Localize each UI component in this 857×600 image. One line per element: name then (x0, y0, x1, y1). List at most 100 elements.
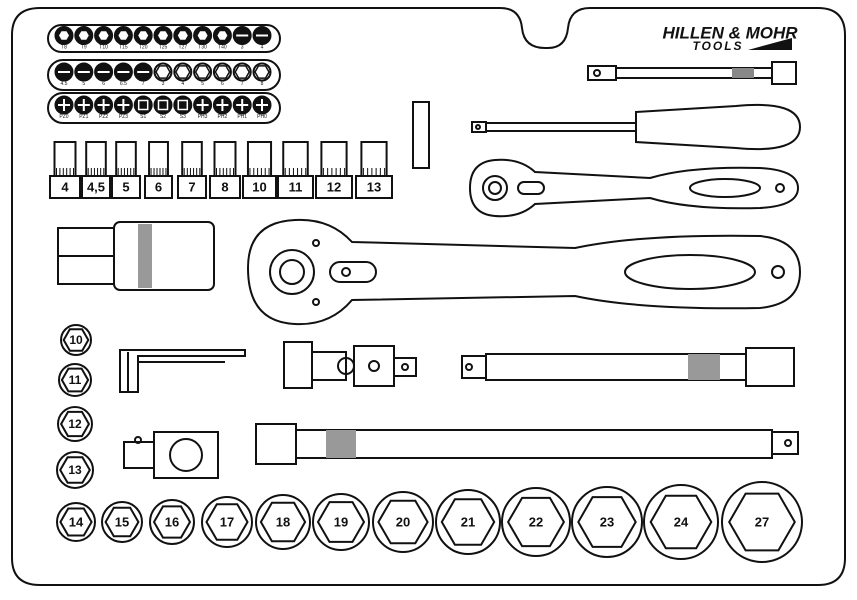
bit-torx: T40 (212, 26, 232, 51)
bit-cross: PH3 (193, 95, 213, 120)
bit-adapter-bar (412, 101, 430, 169)
bit-label: 8 (261, 81, 264, 87)
bit-label: T9 (81, 45, 87, 51)
socket-size-label: 8 (221, 180, 228, 195)
small-socket: 5 (111, 141, 141, 199)
bit-label: 3 (162, 81, 165, 87)
svg-text:TOOLS: TOOLS (692, 39, 743, 53)
small-socket: 4 (49, 141, 81, 199)
bit-label: 5 (201, 81, 204, 87)
hex-socket: 12 (57, 406, 93, 442)
bit-label: PH1 (237, 114, 247, 120)
bit-label: T15 (119, 45, 128, 51)
hex-socket: 19 (312, 493, 370, 551)
bit-torx: T30 (193, 26, 213, 51)
socket-size-label: 5 (122, 180, 129, 195)
small-socket: 11 (277, 141, 314, 199)
socket-size-label: 10 (252, 180, 266, 195)
bit-label: PZ1 (79, 114, 88, 120)
bit-label: 6.5 (120, 81, 127, 87)
socket-size-label: 17 (220, 515, 234, 530)
socket-size-label: 13 (367, 180, 381, 195)
socket-size-label: 7 (188, 180, 195, 195)
hex-socket: 17 (201, 496, 253, 548)
bit-slot: 4.5 (54, 62, 74, 87)
small-socket: 8 (209, 141, 241, 199)
bit-label: 4 (261, 45, 264, 51)
hex-socket: 23 (571, 486, 643, 558)
socket-size-label: 20 (396, 515, 410, 530)
svg-text:HILLEN & MOHR: HILLEN & MOHR (662, 24, 798, 43)
bit-label: PZ0 (59, 114, 68, 120)
bit-label: 4 (181, 81, 184, 87)
bit-label: T40 (218, 45, 227, 51)
socket-size-label: 13 (68, 463, 82, 477)
hex-socket: 14 (56, 502, 96, 542)
bit-label: PZ3 (119, 114, 128, 120)
socket-size-label: 27 (755, 515, 769, 530)
socket-size-label: 12 (68, 417, 82, 431)
bit-label: 6 (221, 81, 224, 87)
socket-size-label: 24 (674, 515, 689, 530)
socket-size-label: 14 (69, 515, 84, 530)
bit-label: 7 (241, 81, 244, 87)
socket-size-label: 15 (115, 515, 129, 530)
socket-size-label: 21 (461, 515, 475, 530)
bit-square: S3 (173, 95, 193, 120)
small-sockets: 4 4,5 5 6 7 8 10 11 12 13 (49, 141, 393, 199)
bit-cross: PZ3 (113, 95, 133, 120)
bit-label: 7 (142, 81, 145, 87)
bit-screwdriver (471, 103, 802, 151)
small-socket: 6 (144, 141, 173, 199)
tray-outline (11, 7, 846, 586)
hex-socket: 20 (372, 491, 434, 553)
bit-square: S1 (133, 95, 153, 120)
socket-size-label: 19 (334, 515, 348, 530)
bit-cross: PZ1 (74, 95, 94, 120)
bit-label: 6 (102, 81, 105, 87)
bit-hex: 3 (153, 62, 173, 87)
bit-square: S2 (153, 95, 173, 120)
bit-torx: T9 (74, 26, 94, 51)
bit-holder-row (47, 92, 281, 124)
bit-torx: T25 (153, 26, 173, 51)
bit-label: 3 (241, 45, 244, 51)
bit-label: PH3 (198, 114, 208, 120)
socket-size-label: 16 (165, 515, 179, 530)
bit-hex: 4 (173, 62, 193, 87)
hex-socket: 10 (60, 324, 92, 356)
bit-label: T10 (99, 45, 108, 51)
bit-label: T27 (178, 45, 187, 51)
small-socket: 13 (355, 141, 393, 199)
extension-bar-long (255, 423, 799, 465)
bit-label: 4.5 (61, 81, 68, 87)
bit-slot: 7 (133, 62, 153, 87)
socket-size-label: 18 (276, 515, 290, 530)
bit-label: 5 (82, 81, 85, 87)
small-socket: 4,5 (81, 141, 111, 199)
bit-holder-row (47, 24, 281, 53)
bit-label: S1 (140, 114, 146, 120)
small-ratchet (468, 158, 800, 218)
bit-torx: T8 (54, 26, 74, 51)
socket-size-label: 6 (155, 180, 162, 195)
hex-key-set (119, 349, 246, 393)
bit-label: S3 (180, 114, 186, 120)
hex-socket: 13 (56, 451, 94, 489)
hex-socket: 22 (501, 487, 571, 557)
hex-socket: 18 (255, 494, 311, 550)
brand-logo: HILLEN & MOHR TOOLS (662, 24, 798, 54)
socket-adapter (123, 431, 219, 479)
small-socket: 7 (177, 141, 207, 199)
bit-slot: 6 (94, 62, 114, 87)
bit-slot: 3 (232, 26, 252, 51)
socket-size-label: 4 (61, 180, 69, 195)
socket-size-label: 10 (69, 333, 83, 347)
hex-socket: 27 (721, 481, 803, 563)
bit-torx: T20 (133, 26, 153, 51)
small-socket: 12 (315, 141, 353, 199)
socket-size-label: 12 (327, 180, 341, 195)
bit-hex: 6 (212, 62, 232, 87)
